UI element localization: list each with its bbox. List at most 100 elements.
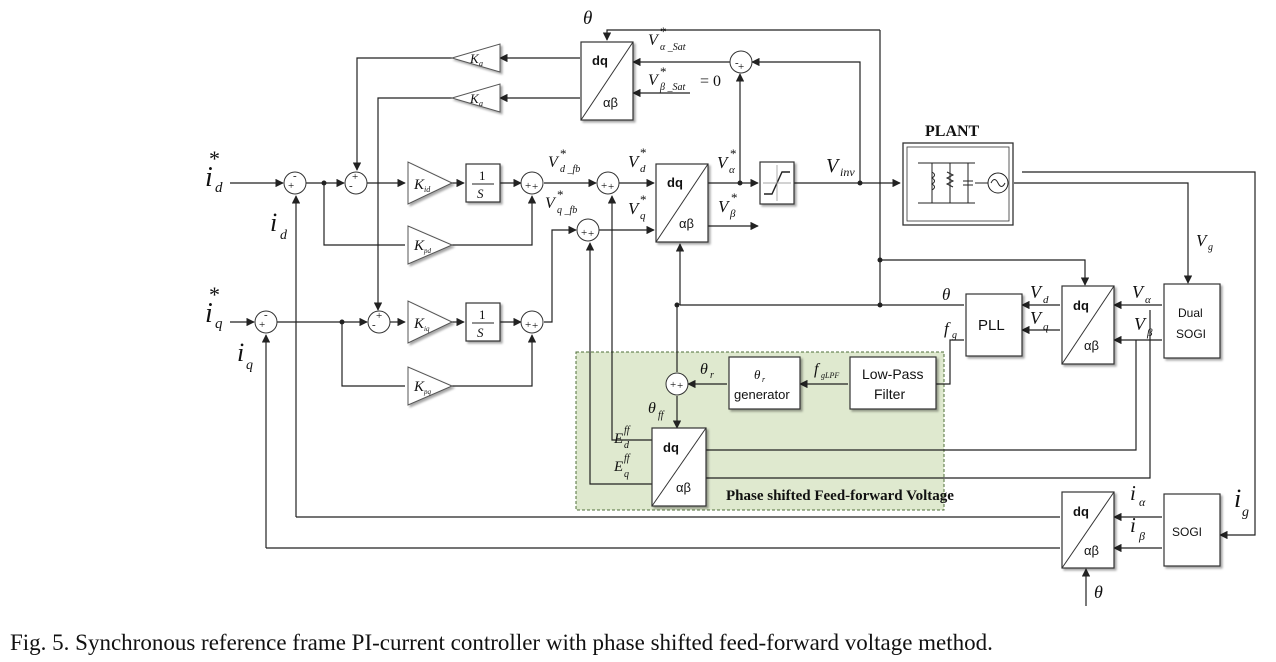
svg-text:*: *: [560, 146, 567, 161]
svg-text:+: +: [608, 181, 614, 193]
svg-text:V: V: [826, 155, 841, 177]
summing-junction-id: [283, 171, 307, 195]
svg-text:r: r: [762, 375, 766, 384]
summing-junction-ff-d: [596, 171, 620, 195]
integrator-d: 1 S: [465, 163, 501, 203]
svg-text:+: +: [677, 380, 683, 392]
summing-junction-pi-q: [520, 310, 544, 334]
svg-text:V: V: [628, 152, 641, 171]
svg-text:+: +: [588, 228, 594, 240]
svg-text:+: +: [581, 227, 587, 239]
svg-text:Filter: Filter: [874, 386, 905, 402]
svg-text:d: d: [1043, 294, 1049, 306]
svg-text:V: V: [718, 197, 731, 216]
svg-text:K: K: [469, 91, 480, 106]
theta-generator-block: θ r generator: [728, 356, 801, 410]
svg-text:ff: ff: [624, 453, 631, 464]
low-pass-filter-block: Low-Pass Filter: [849, 356, 937, 410]
summing-junction-ka-d: [344, 171, 368, 195]
svg-text:-: -: [293, 170, 297, 182]
svg-text:f: f: [944, 319, 951, 338]
sogi-block: SOGI: [1163, 493, 1221, 567]
svg-text:θ: θ: [942, 285, 950, 304]
summing-junction-sat: [729, 50, 753, 74]
svg-text:+: +: [670, 379, 676, 391]
svg-text:a: a: [479, 59, 483, 68]
svg-text:i: i: [1130, 513, 1136, 537]
svg-text:α: α: [1145, 294, 1151, 306]
svg-text:+: +: [525, 180, 531, 192]
svg-text:+: +: [352, 171, 358, 183]
summing-junction-ff-q: [576, 218, 600, 242]
svg-text:θ: θ: [700, 361, 708, 378]
svg-text:αβ: αβ: [603, 95, 618, 110]
svg-text:α: α: [1139, 495, 1146, 509]
svg-text:-: -: [264, 309, 268, 321]
transform-dq-ab-saturation: dq αβ: [580, 41, 634, 121]
gain-kpq: K pq: [407, 366, 454, 406]
svg-text:i: i: [205, 162, 213, 193]
svg-text:V: V: [717, 153, 730, 172]
svg-text:S: S: [477, 325, 484, 340]
svg-text:dq: dq: [592, 53, 608, 68]
svg-text:q: q: [215, 316, 223, 332]
feedforward-label: Phase shifted Feed-forward Voltage: [726, 488, 954, 504]
svg-text:d: d: [280, 228, 288, 243]
junction-signs: +- -+ ++ ++ +- -+ ++ ++ -+ ++: [259, 57, 744, 392]
svg-text:V: V: [1132, 282, 1145, 302]
svg-text:V: V: [628, 199, 641, 218]
svg-text:dq: dq: [1073, 504, 1089, 519]
transform-dq-ab-feedforward: dq αβ: [651, 427, 707, 507]
svg-text:+: +: [288, 180, 294, 192]
svg-text:id: id: [424, 185, 431, 194]
svg-text:αβ: αβ: [679, 216, 694, 231]
svg-text:θ: θ: [1094, 582, 1103, 602]
svg-text:E: E: [613, 459, 623, 475]
svg-text:q: q: [1043, 321, 1049, 333]
gain-kpd: K pd: [407, 225, 454, 265]
svg-text:α _Sat: α _Sat: [660, 42, 686, 53]
svg-text:V: V: [1196, 231, 1209, 250]
svg-text:i: i: [205, 298, 213, 329]
svg-text:1: 1: [479, 307, 486, 322]
transform-dq-ab-current: dq αβ: [1061, 491, 1115, 569]
svg-text:E: E: [613, 431, 623, 447]
svg-text:1: 1: [479, 168, 486, 183]
svg-text:q _fb: q _fb: [557, 205, 577, 216]
saturation-block: [759, 161, 795, 205]
svg-text:V: V: [648, 32, 660, 49]
svg-text:+: +: [532, 181, 538, 193]
svg-text:K: K: [413, 177, 425, 193]
svg-text:gLPF: gLPF: [821, 371, 839, 380]
svg-text:*: *: [730, 146, 737, 161]
svg-text:a: a: [479, 99, 483, 108]
svg-text:*: *: [660, 24, 667, 39]
svg-text:K: K: [469, 51, 480, 66]
integrator-q: 1 S: [465, 302, 501, 342]
plant-block: PLANT: [902, 123, 1014, 226]
svg-text:-: -: [349, 180, 353, 192]
svg-text:q: q: [640, 210, 646, 222]
svg-text:*: *: [557, 187, 564, 202]
svg-text:generator: generator: [734, 387, 790, 402]
junction-dots: [321, 180, 883, 325]
svg-text:i: i: [237, 338, 244, 367]
summing-junction-pi-d: [520, 171, 544, 195]
pll-block: PLL: [965, 293, 1023, 357]
svg-text:*: *: [209, 282, 220, 307]
svg-text:SOGI: SOGI: [1176, 327, 1206, 341]
svg-text:β: β: [1146, 327, 1153, 339]
svg-text:αβ: αβ: [1084, 338, 1099, 353]
svg-text:-: -: [735, 57, 739, 69]
svg-text:q: q: [624, 469, 629, 480]
svg-text:dq: dq: [663, 440, 679, 455]
svg-text:*: *: [209, 146, 220, 171]
svg-text:d: d: [215, 180, 223, 196]
svg-text:g: g: [1208, 242, 1213, 253]
svg-text:αβ: αβ: [1084, 543, 1099, 558]
svg-text:Dual: Dual: [1178, 306, 1203, 320]
svg-text:pd: pd: [423, 247, 432, 255]
svg-text:*: *: [731, 190, 738, 205]
svg-text:i: i: [1130, 481, 1136, 505]
control-block-diagram: Phase shifted Feed-forward Voltage: [205, 8, 1256, 606]
